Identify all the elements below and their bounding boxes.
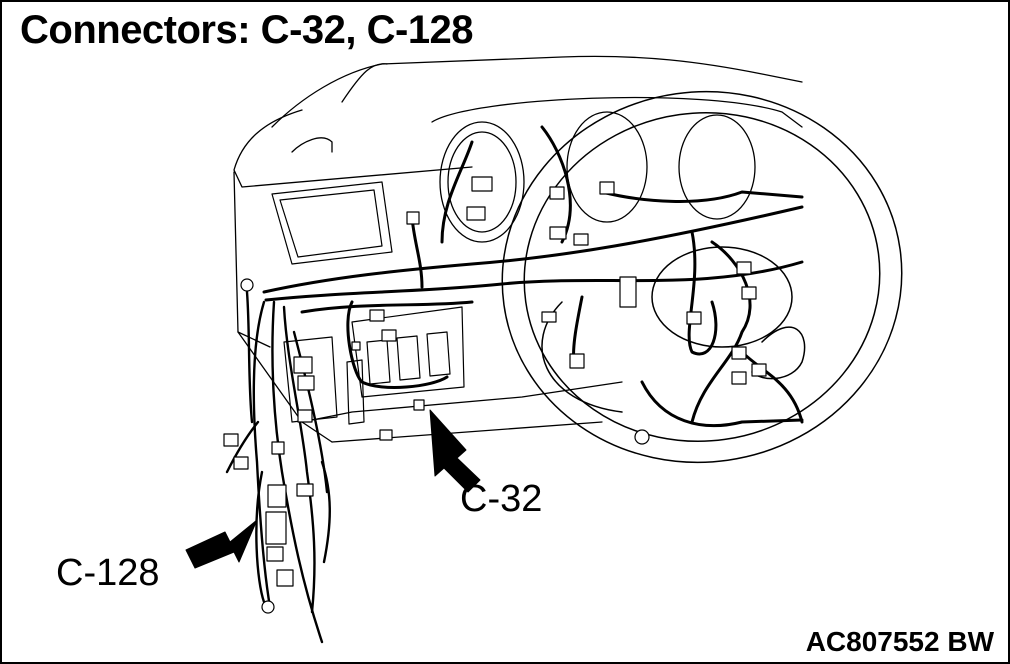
reference-code: AC807552 BW [805, 626, 994, 657]
wiring-harness [262, 125, 804, 428]
dashboard-outline [233, 55, 803, 443]
connectors [223, 176, 767, 614]
dashboard-panel [271, 181, 465, 425]
diagram-title: Connectors: C-32, C-128 [20, 8, 474, 52]
c128-arrow [185, 519, 258, 569]
callout-c32-label: C-32 [460, 478, 543, 520]
left-harness-branch [225, 290, 331, 644]
instrument-cluster [431, 96, 803, 243]
c32-arrow [429, 409, 481, 493]
callout-c128-label: C-128 [56, 552, 160, 594]
steering-wheel [501, 90, 903, 464]
